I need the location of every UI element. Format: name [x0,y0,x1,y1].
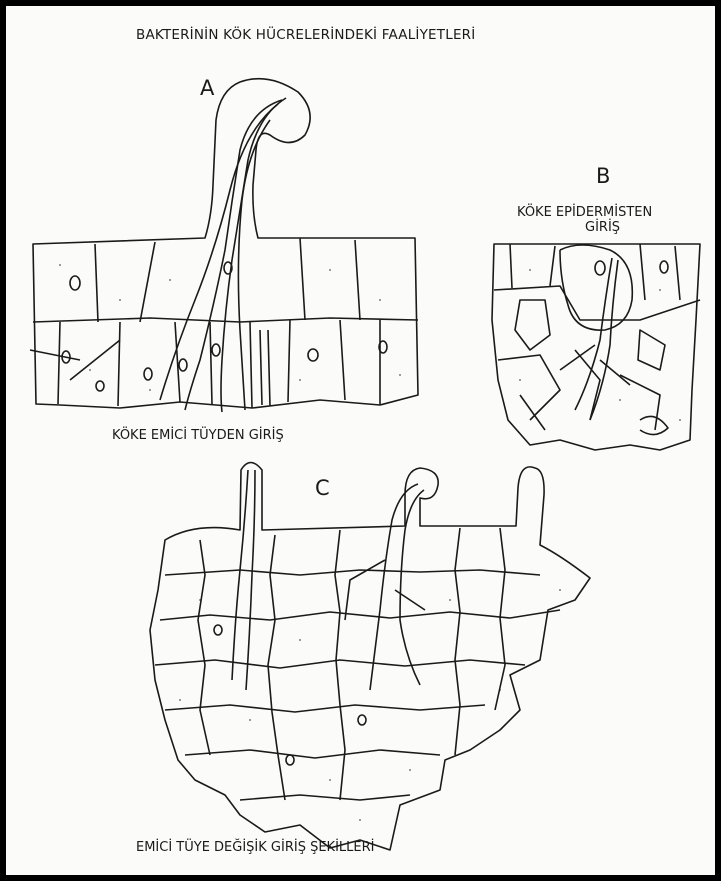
panel-b-caption-line1: KÖKE EPİDERMİSTEN [517,205,652,220]
figure-title: BAKTERİNİN KÖK HÜCRELERİNDEKİ FAALİYETLE… [136,27,475,43]
panel-c-letter: C [315,476,330,500]
panel-c-caption: EMİCİ TÜYE DEĞİŞİK GİRİŞ ŞEKİLLERİ [136,840,374,855]
panel-c-drawing [150,463,590,851]
panel-a-drawing [30,79,418,412]
panel-a-letter: A [200,76,214,100]
panel-b-letter: B [596,164,610,188]
panel-b-caption-line2: GİRİŞ [585,220,620,235]
panel-b-drawing [492,244,700,450]
panel-a-caption: KÖKE EMİCİ TÜYDEN GİRİŞ [112,428,284,443]
stipple-texture [59,264,681,821]
